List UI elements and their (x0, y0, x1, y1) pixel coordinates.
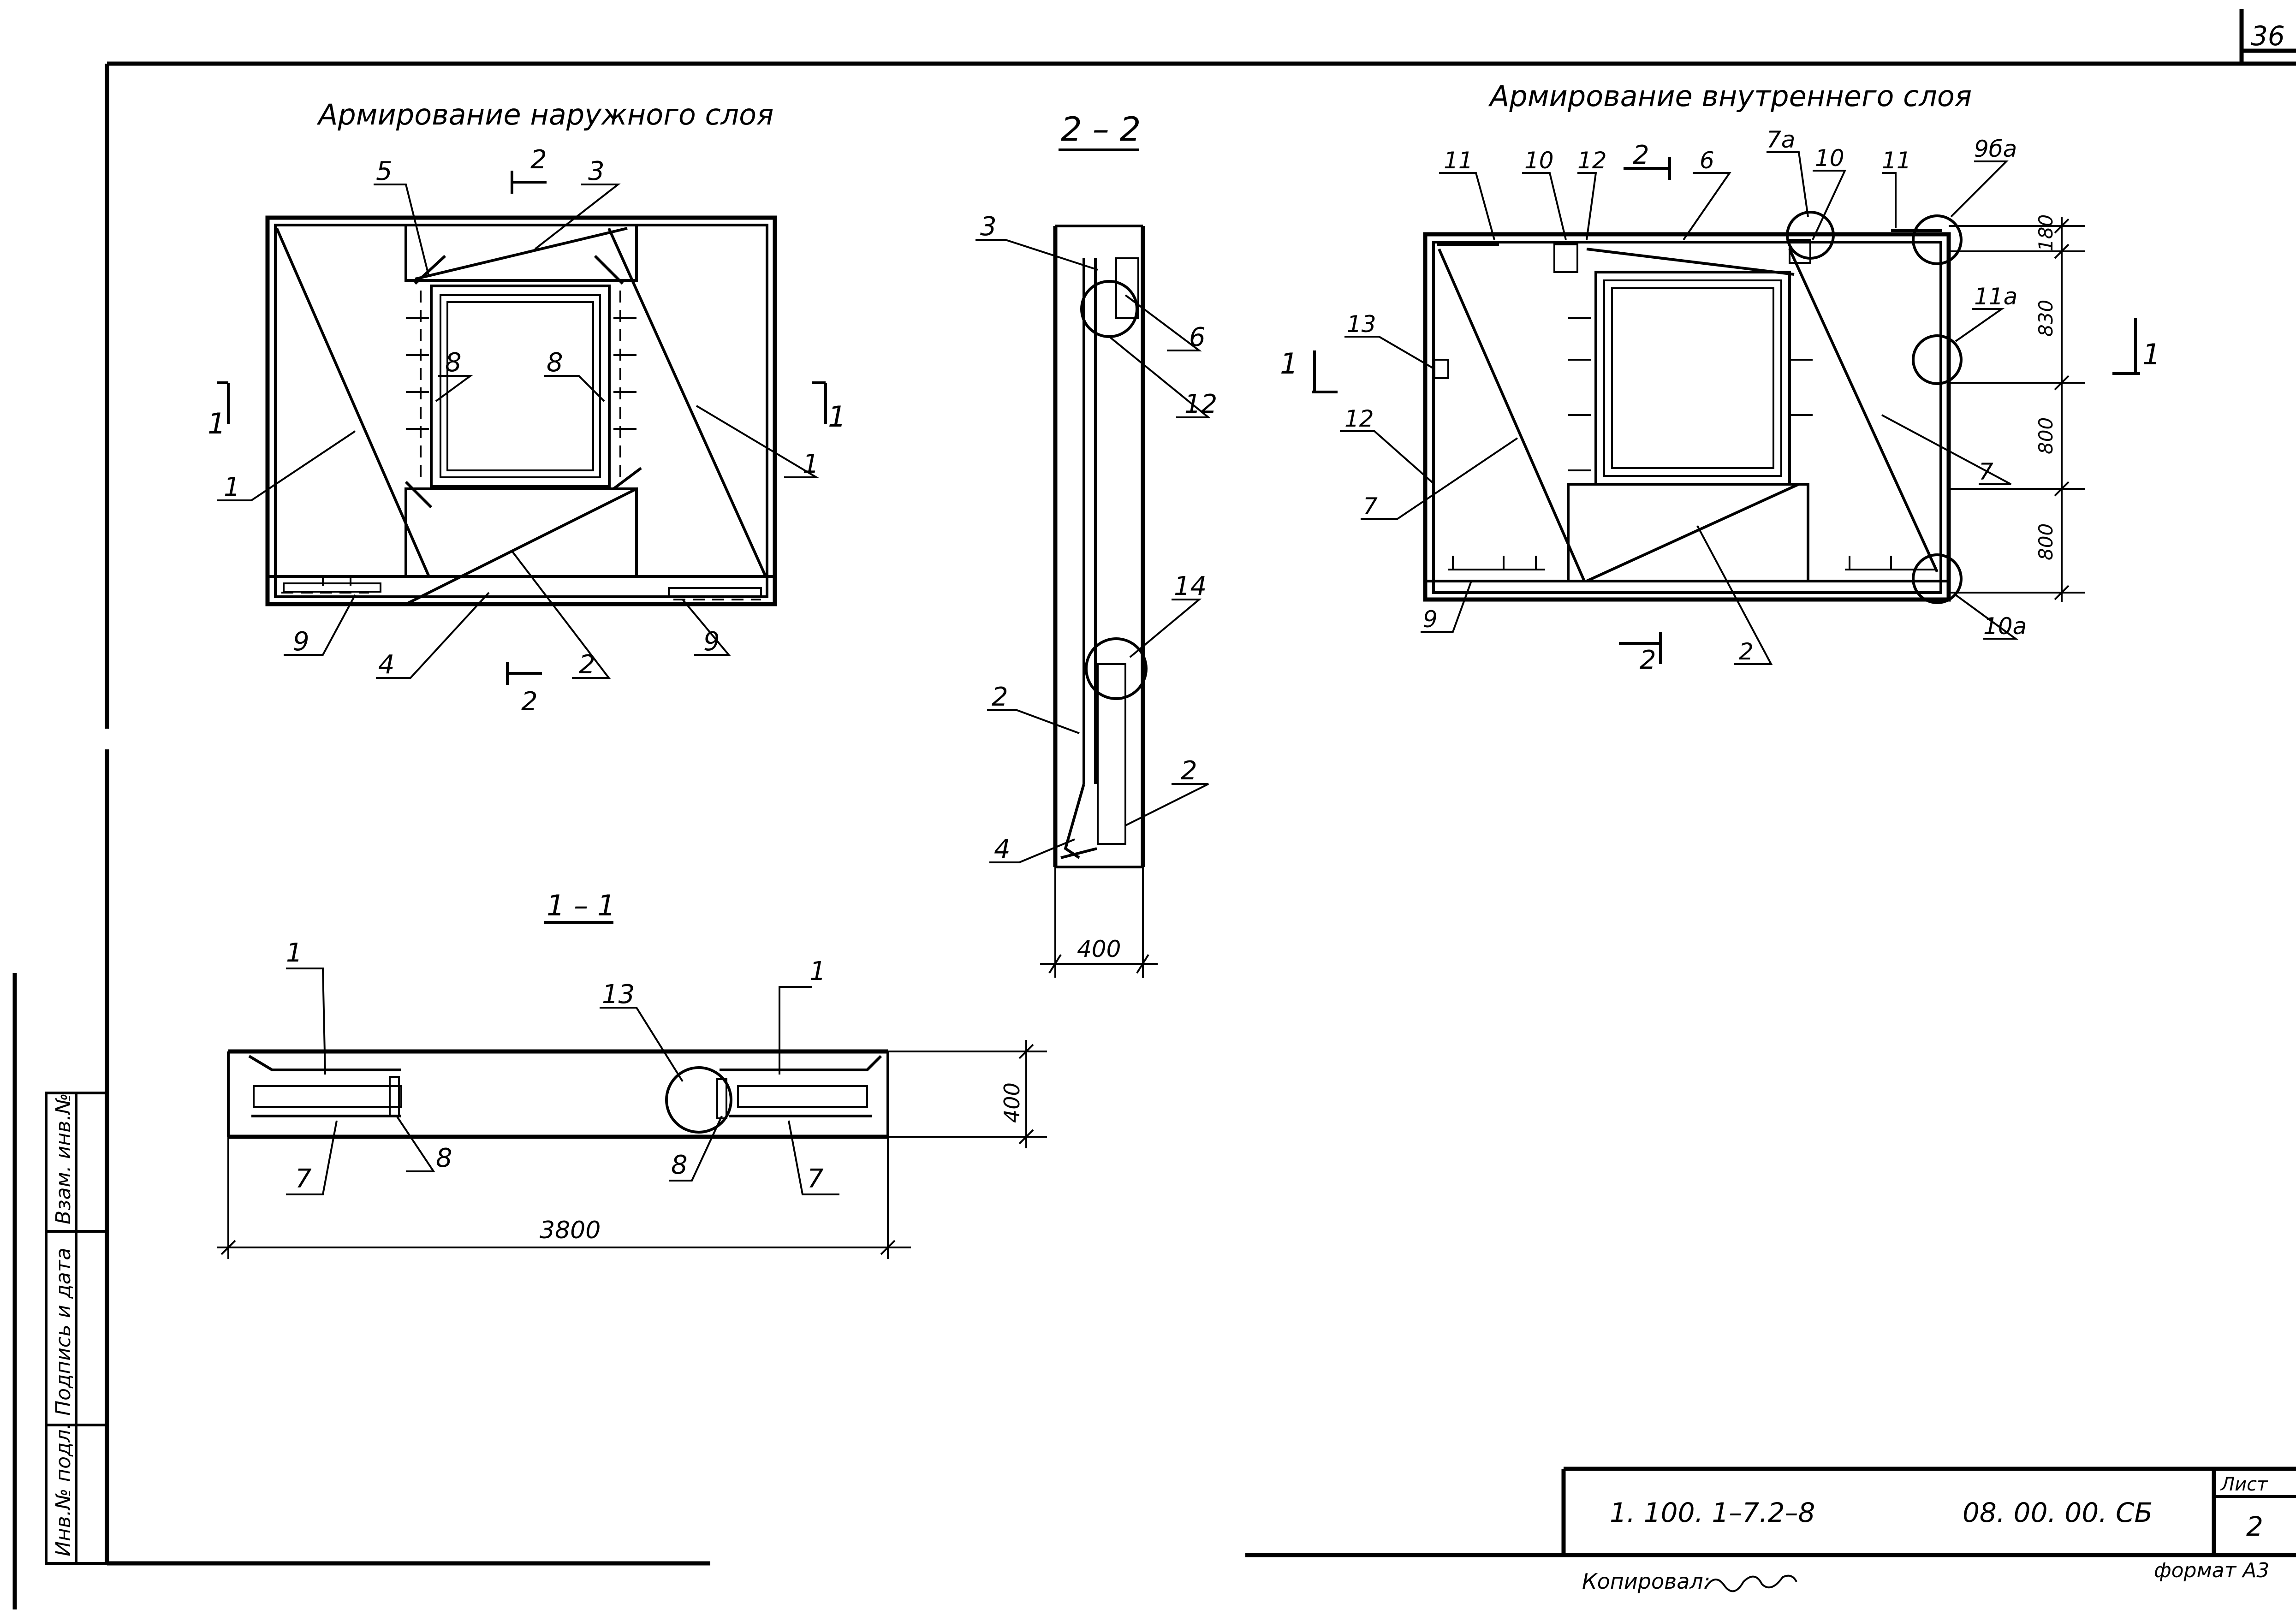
top-sheet-number: 36 (2251, 20, 2285, 52)
inner-label-10a: 10 (1524, 147, 1554, 174)
section-22-label-6: 6 (1189, 322, 1206, 352)
stamp-podpis: Подпись и дата (52, 1248, 75, 1416)
title-block-list-number: 2 (2246, 1511, 2263, 1542)
section-11-label-8b: 8 (671, 1150, 688, 1180)
section-11-label-7b: 7 (807, 1164, 824, 1194)
section-11-view (217, 968, 1047, 1259)
inner-cut-1-right: 1 (2142, 338, 2160, 371)
section-22-label-12: 12 (1184, 389, 1217, 419)
inner-label-6: 6 (1700, 147, 1714, 174)
outer-label-4: 4 (378, 650, 395, 680)
outer-cut-2-top: 2 (530, 145, 547, 175)
section-11-label-1b: 1 (809, 956, 826, 986)
inner-label-9ba: 9ба (1974, 136, 2017, 162)
title-block (1561, 1467, 2296, 1555)
inner-label-9: 9 (1423, 606, 1438, 633)
outer-label-1b: 1 (803, 449, 819, 479)
section-22-label-2b: 2 (1181, 756, 1197, 786)
outer-label-2: 2 (579, 650, 595, 680)
section-22-label-14: 14 (1174, 571, 1207, 601)
inner-label-7-left: 7 (1363, 493, 1378, 520)
inner-label-2: 2 (1739, 638, 1754, 665)
inner-label-7a: 7а (1767, 126, 1795, 153)
outer-view-title: Армирование наружного слоя (316, 98, 773, 131)
inner-dim-800-b: 800 (2034, 523, 2057, 560)
outer-label-1a: 1 (224, 472, 240, 502)
section-22-dim-400: 400 (1077, 936, 1121, 962)
title-block-code: 1. 100. 1–7.2–8 (1610, 1497, 1815, 1528)
section-11-label-1a: 1 (286, 938, 303, 968)
section-11-label-7a: 7 (295, 1164, 312, 1194)
stamp-inv-podl: Инв.№ подл. (52, 1423, 75, 1556)
section-22-label-2a: 2 (992, 682, 1008, 712)
copier-signature (1706, 1574, 1797, 1592)
section-11-title: 1 – 1 (547, 889, 615, 922)
inner-cut-2-bottom: 2 (1640, 645, 1656, 675)
inner-view-title: Армирование внутреннего слоя (1488, 79, 1972, 113)
section-22-label-4: 4 (994, 834, 1011, 864)
outer-cut-1-right: 1 (828, 400, 846, 433)
section-22-title: 2 – 2 (1061, 110, 1141, 148)
outer-label-8b: 8 (547, 348, 563, 378)
title-block-format: формат А3 (2154, 1559, 2269, 1582)
inner-label-10a-circle: 10а (1983, 613, 2027, 640)
inner-dim-180: 180 (2034, 214, 2057, 251)
inner-label-12-left: 12 (1344, 405, 1374, 432)
inner-label-10b: 10 (1815, 145, 1844, 172)
inner-label-11a: 11а (1974, 283, 2017, 310)
inner-layer-view (1312, 151, 2140, 665)
outer-label-9b: 9 (703, 627, 720, 657)
sheet-frame (105, 9, 2296, 1566)
section-22-view (976, 225, 1211, 978)
section-11-dim-3800: 3800 (540, 1217, 601, 1244)
inner-label-13: 13 (1347, 311, 1376, 338)
outer-cut-2-bottom: 2 (521, 687, 538, 717)
title-block-doc: 08. 00. 00. СБ (1963, 1497, 2153, 1528)
inner-dim-830: 830 (2034, 300, 2057, 337)
outer-label-8a: 8 (445, 348, 462, 378)
outer-layer-view (217, 171, 827, 685)
outer-label-9a: 9 (293, 627, 309, 657)
inner-cut-2-top: 2 (1633, 140, 1649, 170)
section-22-label-3: 3 (980, 212, 997, 242)
outer-label-3: 3 (588, 156, 605, 186)
inner-dim-800-a: 800 (2034, 417, 2057, 454)
side-stamp (12, 973, 107, 1609)
inner-label-11b: 11 (1882, 147, 1911, 174)
inner-label-7-right: 7 (1979, 458, 1993, 485)
section-11-label-8a: 8 (436, 1143, 452, 1173)
title-block-copied: Копировал: (1582, 1569, 1710, 1594)
section-11-dim-400: 400 (999, 1082, 1024, 1123)
outer-cut-1-left: 1 (208, 407, 226, 440)
inner-label-12-top: 12 (1577, 147, 1607, 174)
title-block-list-label: Лист (2220, 1474, 2268, 1495)
section-11-label-13: 13 (602, 980, 635, 1009)
stamp-vzam: Взам. инв.№ (52, 1093, 75, 1224)
outer-label-5: 5 (376, 156, 393, 186)
inner-cut-1-left: 1 (1280, 347, 1298, 380)
inner-label-11-top: 11 (1444, 147, 1473, 174)
